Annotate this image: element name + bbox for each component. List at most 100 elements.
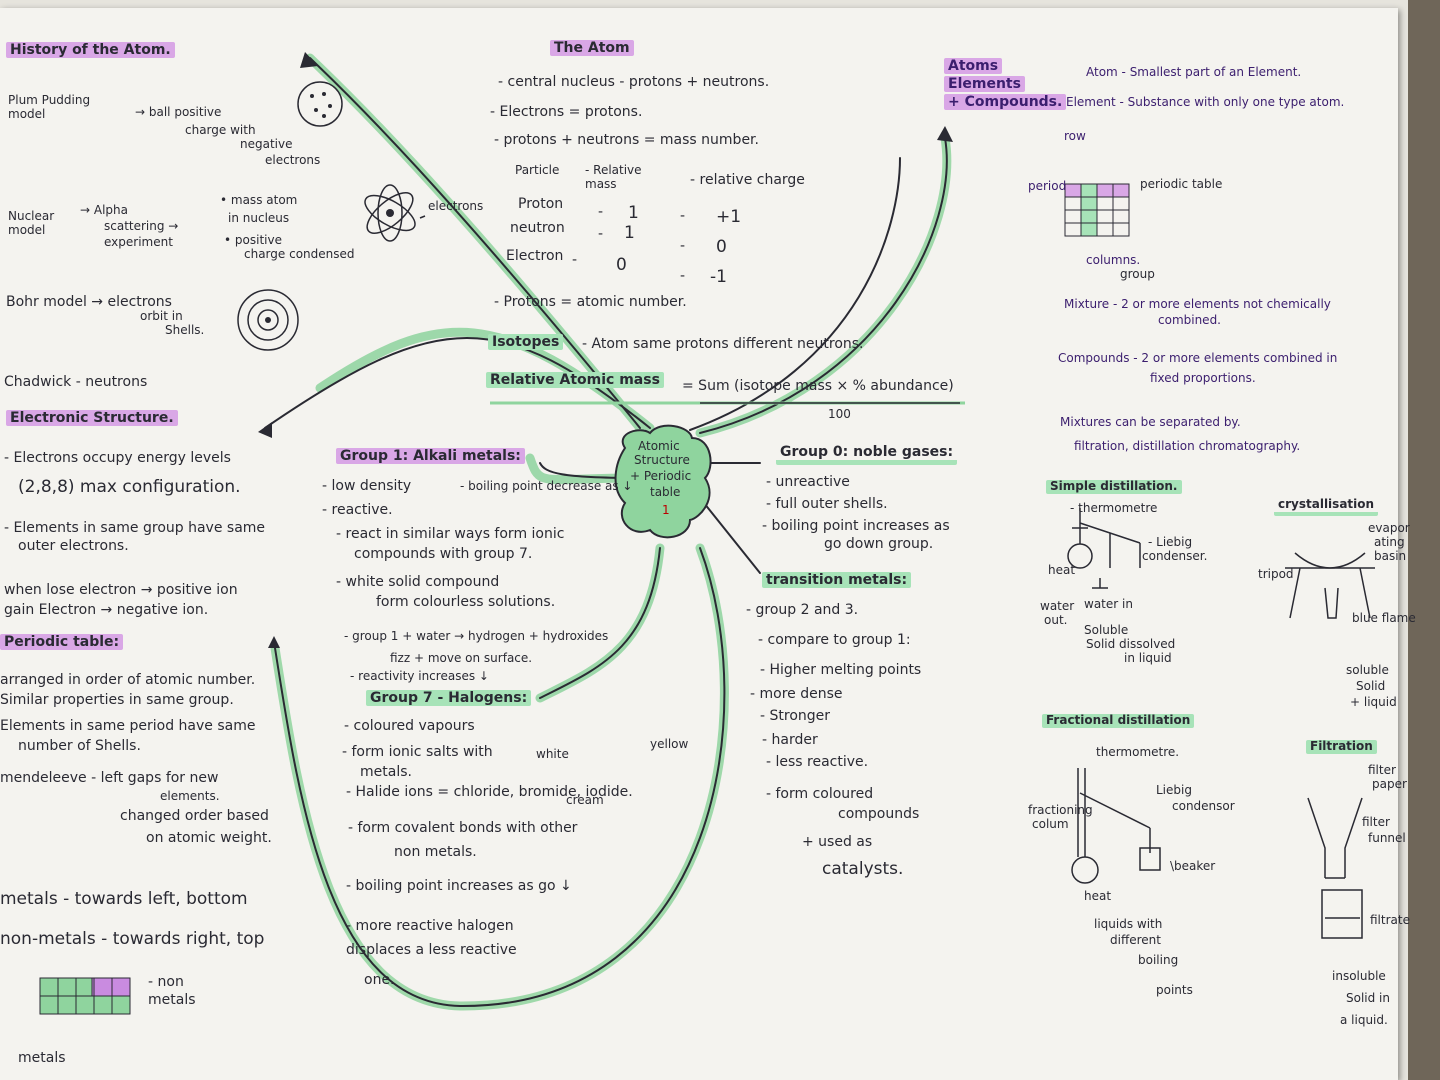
metals-label: metals <box>18 1050 66 1066</box>
atom-title: The Atom <box>550 40 634 57</box>
periodic-line-6: elements. <box>160 789 220 803</box>
thermometre-label: - thermometre <box>1070 501 1158 515</box>
group1-bp: - boiling point decrease as ↓ <box>460 479 633 493</box>
fractioning-2: colum <box>1032 817 1069 831</box>
insoluble-1: insoluble <box>1332 969 1386 983</box>
table-header-particle: Particle <box>515 163 560 177</box>
electronic-line-6: gain Electron → negative ion. <box>4 602 209 618</box>
liebig2-1: Liebig <box>1156 783 1192 797</box>
beaker-label: \beaker <box>1170 859 1216 873</box>
group-label: group <box>1120 267 1155 281</box>
ram-equation: = Sum (isotope mass × % abundance) <box>682 378 954 394</box>
row-electron-charge: -1 <box>710 267 727 287</box>
transition-line-8: - form coloured <box>766 786 874 802</box>
periodic-line-3: Elements in same period have same <box>0 718 256 734</box>
alpha-3: experiment <box>104 235 173 249</box>
periodic-line-4: number of Shells. <box>18 738 141 754</box>
filtrate-label: filtrate <box>1370 913 1410 927</box>
periodic-table-label: periodic table <box>1140 177 1223 191</box>
filter-funnel-2: funnel <box>1368 831 1406 845</box>
soluble2-1: soluble <box>1346 663 1389 677</box>
periodic-line-2: Similar properties in same group. <box>0 692 234 708</box>
row-electron-mass: 0 <box>616 255 627 275</box>
isotopes-label: Isotopes <box>488 334 564 351</box>
table-header-charge: - relative charge <box>690 172 805 188</box>
atom-definition: Atom - Smallest part of an Element. <box>1086 65 1302 79</box>
bohr-model: Bohr model → electrons <box>6 294 172 310</box>
water-in-label: water in <box>1084 597 1133 611</box>
thermometre2-label: thermometre. <box>1096 745 1180 759</box>
row-electron-name: Electron <box>506 248 564 264</box>
liquids-2: different <box>1110 933 1161 947</box>
group1-line-8: fizz + move on surface. <box>390 651 533 665</box>
group7-line-10: one. <box>364 972 395 988</box>
group1-line-6: form colourless solutions. <box>376 594 556 610</box>
evap-2: ating <box>1374 535 1405 549</box>
electronic-line-2: (2,8,8) max configuration. <box>18 477 241 497</box>
transition-line-11: catalysts. <box>822 859 904 879</box>
electronic-line-5: when lose electron → positive ion <box>4 582 238 598</box>
liquids-3: boiling <box>1138 953 1179 967</box>
transition-line-3: - Higher melting points <box>760 662 922 678</box>
center-label-3: + Periodic <box>630 469 692 483</box>
liebig2-2: condensor <box>1172 799 1235 813</box>
group7-line-5: - form covalent bonds with other <box>348 820 578 836</box>
plum-desc-1: → ball positive <box>135 105 222 119</box>
nuclear-label-1: Nuclear <box>8 209 55 223</box>
protons-atomic: - Protons = atomic number. <box>494 294 687 310</box>
nuclear-point-3: • positive <box>224 233 282 247</box>
electronic-line-3: - Elements in same group have same <box>4 520 266 536</box>
heat-label: heat <box>1048 563 1076 577</box>
evap-3: basin <box>1374 549 1407 563</box>
liquids-1: liquids with <box>1094 917 1163 931</box>
bohr-3: Shells. <box>165 323 205 337</box>
plum-desc-4: electrons <box>265 153 321 167</box>
transition-line-2: - compare to group 1: <box>758 632 911 648</box>
nuclear-point-2: in nucleus <box>228 211 290 225</box>
atom-line-1: - central nucleus - protons + neutrons. <box>498 74 770 90</box>
element-definition: Element - Substance with only one type a… <box>1066 95 1345 109</box>
transition-line-4: - more dense <box>750 686 843 702</box>
periodic-line-5: mendeleeve - left gaps for new <box>0 770 219 786</box>
group7-line-8: - more reactive halogen <box>346 918 514 934</box>
group7-line-4: - Halide ions = chloride, bromide, iodid… <box>346 784 633 800</box>
atom-line-3: - protons + neutrons = mass number. <box>494 132 759 148</box>
row-proton-dash1: - <box>598 204 604 220</box>
row-electron-dash1: - <box>572 252 578 268</box>
periodic-line-8: on atomic weight. <box>146 830 272 846</box>
isotopes-desc: - Atom same protons different neutrons. <box>582 336 864 352</box>
nonmetals-right: non-metals - towards right, top <box>0 929 265 949</box>
group7-line-2: - form ionic salts with <box>342 744 493 760</box>
filter-paper-1: filter <box>1368 763 1396 777</box>
water-out-2: out. <box>1044 613 1068 627</box>
aec-title-2: Elements <box>944 76 1025 93</box>
soluble2-3: + liquid <box>1350 695 1397 709</box>
electronic-title: Electronic Structure. <box>6 410 178 427</box>
fractional-title: Fractional distillation <box>1042 713 1195 728</box>
soluble-3: in liquid <box>1124 651 1172 665</box>
nuclear-label-2: model <box>8 223 46 237</box>
atom-line-2: - Electrons = protons. <box>490 104 643 120</box>
mixture-def-2: combined. <box>1158 313 1221 327</box>
row-neutron-charge: 0 <box>716 237 727 257</box>
row-neutron-dash1: - <box>598 226 604 242</box>
group1-line-5: - white solid compound <box>336 574 500 590</box>
electronic-line-4: outer electrons. <box>18 538 129 554</box>
group1-line-4: compounds with group 7. <box>354 546 533 562</box>
group7-line-1: - coloured vapours <box>344 718 475 734</box>
crystallisation-title: crystallisation <box>1274 497 1379 516</box>
ram-denominator: 100 <box>828 407 851 421</box>
soluble2-2: Solid <box>1356 679 1386 693</box>
group7-line-9: displaces a less reactive <box>346 942 517 958</box>
group7-line-6: non metals. <box>394 844 477 860</box>
group7-line-7: - boiling point increases as go ↓ <box>346 878 572 894</box>
group0-line-4: go down group. <box>824 536 934 552</box>
filter-paper-2: paper <box>1372 777 1407 791</box>
heat2-label: heat <box>1084 889 1112 903</box>
alpha-2: scattering → <box>104 219 179 233</box>
aec-title-3: + Compounds. <box>944 94 1067 111</box>
tripod-label: tripod <box>1258 567 1294 581</box>
row-proton-name: Proton <box>518 196 564 212</box>
separation-def: Mixtures can be separated by. <box>1060 415 1241 429</box>
period-label: period <box>1028 179 1067 193</box>
